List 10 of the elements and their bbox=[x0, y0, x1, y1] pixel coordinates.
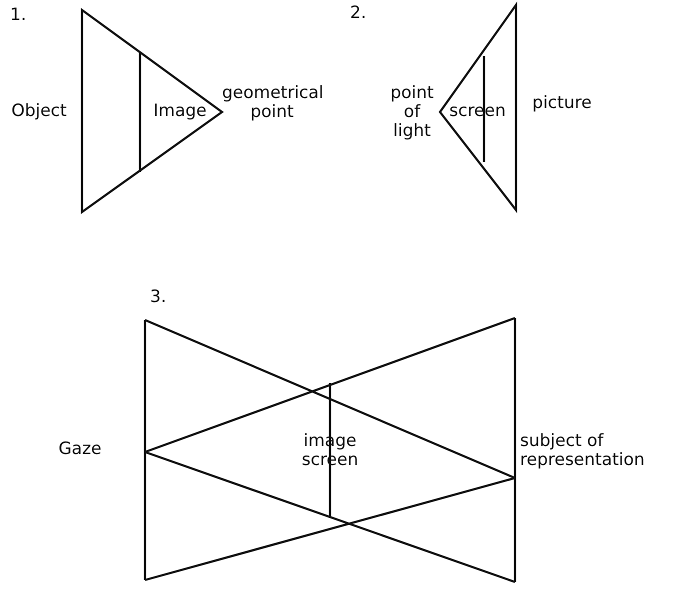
label: point of light bbox=[389, 84, 435, 141]
diagram-number: 1. bbox=[10, 6, 28, 25]
label: Gaze bbox=[58, 440, 102, 459]
label: subject of representation bbox=[520, 432, 646, 470]
diagram-number: 3. bbox=[150, 288, 168, 307]
label: Object bbox=[10, 102, 68, 121]
label: picture bbox=[531, 94, 593, 113]
label: Image bbox=[152, 102, 208, 121]
diagram-number: 2. bbox=[350, 4, 368, 23]
label: geometrical point bbox=[222, 84, 322, 122]
